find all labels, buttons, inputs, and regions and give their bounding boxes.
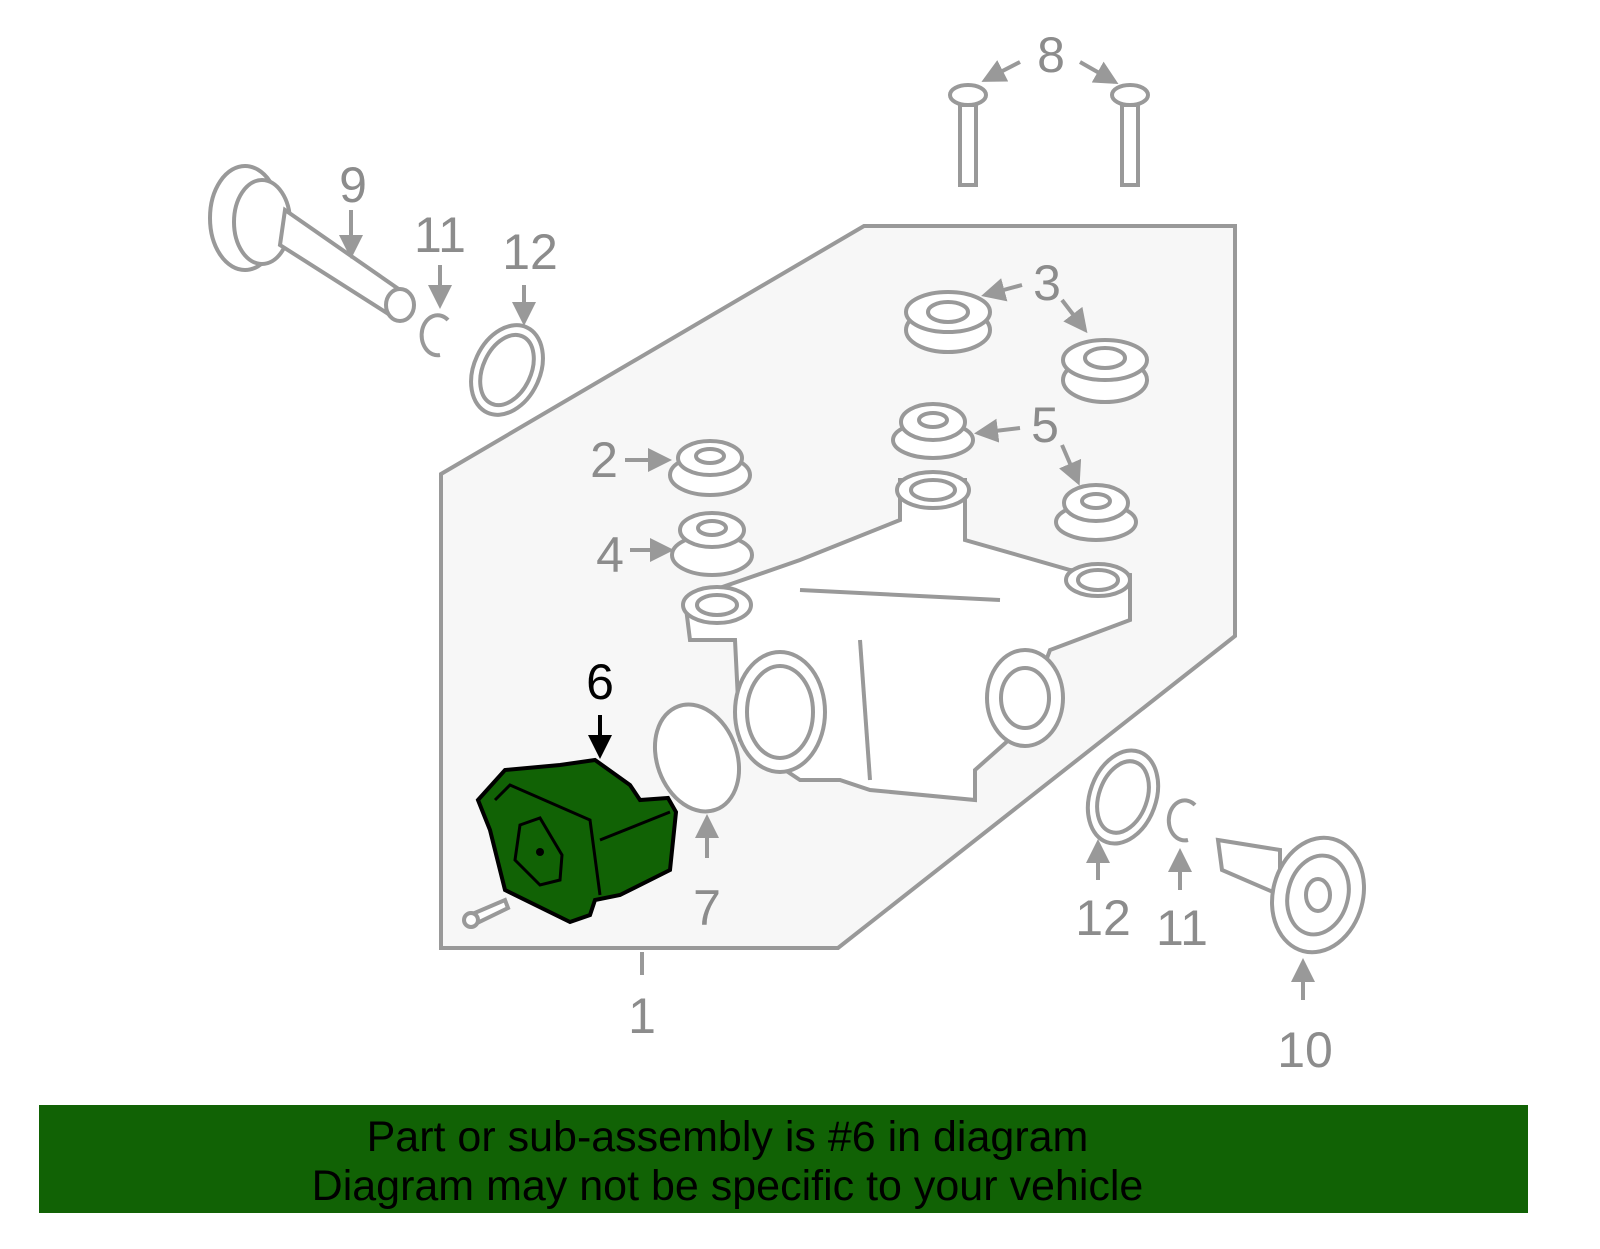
bolt-small (462, 897, 511, 929)
bushing-part-4[interactable] (670, 511, 754, 577)
banner-line-2: Diagram may not be specific to your vehi… (311, 1162, 1144, 1210)
bolt-part-8[interactable] (948, 83, 1150, 187)
bushing-part-2[interactable] (668, 439, 752, 497)
final-drive-part-6[interactable] (475, 757, 679, 925)
circlip-part-11-right[interactable] (1166, 798, 1197, 843)
callout-1: 1 (628, 988, 656, 1044)
output-flange-part-9[interactable] (208, 164, 416, 323)
circlip-part-11[interactable] (419, 313, 450, 358)
callout-3: 3 (1033, 255, 1061, 311)
info-banner: Part or sub-assembly is #6 in diagram Di… (39, 1105, 1528, 1213)
mount-part-3[interactable] (904, 290, 1149, 404)
gasket-part-7[interactable] (641, 693, 754, 824)
callout-10: 10 (1277, 1022, 1333, 1078)
callout-8: 8 (1037, 27, 1065, 83)
callout-2: 2 (590, 432, 618, 488)
callout-11-right: 11 (1156, 900, 1208, 956)
differential-housing (681, 470, 1132, 803)
callout-12-left: 12 (502, 224, 558, 280)
callout-7: 7 (693, 880, 721, 936)
seal-part-12-right[interactable] (1076, 741, 1171, 854)
bushing-part-5[interactable] (891, 402, 1138, 542)
callout-12-right: 12 (1075, 890, 1131, 946)
callout-5: 5 (1031, 397, 1059, 453)
callout-9: 9 (339, 157, 367, 213)
output-flange-part-10[interactable] (1215, 827, 1376, 962)
seal-part-12[interactable] (457, 313, 557, 426)
callout-4: 4 (596, 527, 624, 583)
callout-6: 6 (586, 654, 614, 710)
banner-line-1: Part or sub-assembly is #6 in diagram (366, 1113, 1089, 1161)
callout-11-left: 11 (414, 207, 466, 263)
